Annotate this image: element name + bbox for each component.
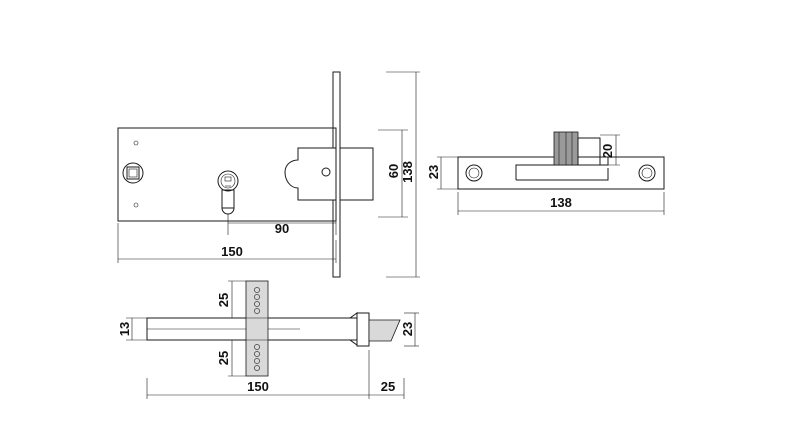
dim-bolt-height: 20 <box>600 144 615 158</box>
dim-case-height: 60 <box>386 164 401 178</box>
cylinder-hole <box>217 170 239 215</box>
dim-upper-projection: 25 <box>216 293 231 307</box>
side-view: 13 25 25 23 150 25 <box>117 280 419 399</box>
top-view: 20 23 138 <box>426 131 665 215</box>
screw-hole-top <box>133 140 139 146</box>
pin-holes-lower <box>254 344 260 371</box>
cylinder-block <box>245 280 269 377</box>
dim-lower-projection: 25 <box>216 351 231 365</box>
dim-side-faceplate: 23 <box>400 322 415 336</box>
dim-faceplate-height: 138 <box>400 161 415 183</box>
dim-backset: 90 <box>275 221 289 236</box>
dim-faceplate-width: 23 <box>426 165 441 179</box>
bolt-housing <box>284 147 374 201</box>
pin-holes-upper <box>254 287 260 314</box>
dim-body-thickness: 13 <box>117 322 132 336</box>
screw-hole-bottom <box>133 202 139 208</box>
dim-side-length: 150 <box>247 379 269 394</box>
dim-faceplate-length: 138 <box>550 195 572 210</box>
dim-body-length: 150 <box>221 244 243 259</box>
front-view: 90 150 60 138 <box>117 71 420 278</box>
dim-bolt-throw: 25 <box>381 379 395 394</box>
bolt-taper <box>300 312 358 346</box>
side-faceplate <box>356 312 370 347</box>
square-follower <box>122 162 144 184</box>
faceplate-screw-right <box>638 164 656 182</box>
faceplate-screw-left <box>465 164 483 182</box>
side-bolt <box>368 319 401 342</box>
